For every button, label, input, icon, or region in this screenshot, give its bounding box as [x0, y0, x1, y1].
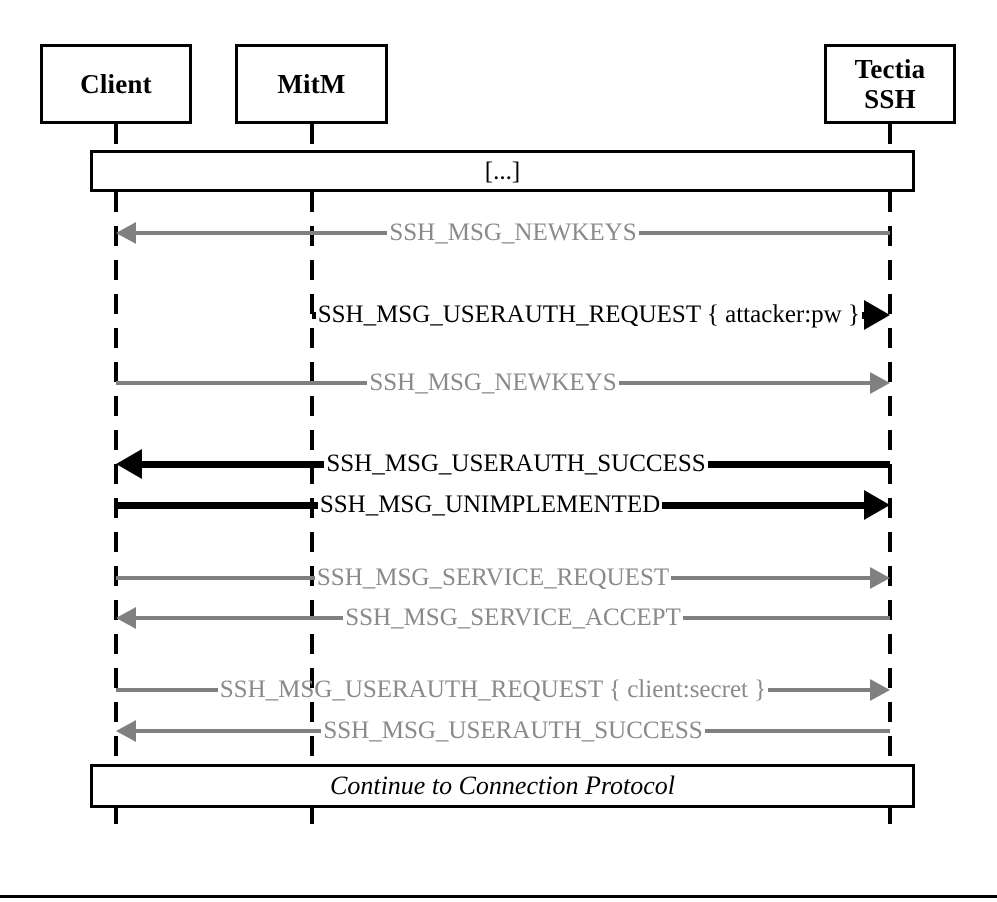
message-line	[136, 616, 344, 620]
message-line	[116, 381, 368, 385]
message-label: SSH_MSG_SERVICE_REQUEST	[316, 563, 670, 591]
message-label: SSH_MSG_USERAUTH_SUCCESS	[323, 716, 703, 744]
arrowhead-right-icon	[870, 372, 891, 394]
message-line	[312, 311, 316, 319]
participant-label-tectia-line2: SSH	[864, 84, 916, 114]
message-line	[116, 576, 315, 580]
message-line	[136, 231, 388, 235]
lifeline-mitm	[310, 124, 314, 830]
message-line	[662, 501, 864, 509]
arrowhead-right-icon	[864, 300, 890, 330]
message-label: SSH_MSG_USERAUTH_SUCCESS	[326, 449, 706, 477]
message-userauth-success-to-client: SSH_MSG_USERAUTH_SUCCESS	[116, 447, 890, 481]
message-label: SSH_MSG_NEWKEYS	[389, 218, 637, 246]
message-line	[116, 501, 318, 509]
message-service-request: SSH_MSG_SERVICE_REQUEST	[116, 563, 891, 593]
participant-box-tectia-ssh: Tectia SSH	[824, 44, 956, 124]
arrowhead-left-icon	[116, 607, 136, 629]
message-unimplemented: SSH_MSG_UNIMPLEMENTED	[116, 488, 890, 522]
message-line	[638, 231, 891, 235]
arrowhead-right-icon	[870, 679, 891, 701]
participant-box-mitm: MitM	[235, 44, 388, 124]
message-line	[136, 729, 322, 733]
message-label: SSH_MSG_UNIMPLEMENTED	[319, 490, 661, 518]
arrowhead-left-icon	[116, 222, 136, 244]
message-line	[704, 729, 890, 733]
arrowhead-left-icon	[116, 449, 142, 479]
message-line	[682, 616, 891, 620]
participant-box-client: Client	[40, 44, 192, 124]
lifeline-tectia	[888, 124, 892, 830]
message-label: SSH_MSG_USERAUTH_REQUEST { client:secret…	[219, 675, 767, 703]
message-line	[142, 460, 325, 468]
arrowhead-right-icon	[870, 567, 891, 589]
participant-label-tectia-line1: Tectia	[854, 53, 926, 84]
message-line	[618, 381, 871, 385]
message-line	[671, 576, 871, 580]
message-newkeys-client-to-server: SSH_MSG_NEWKEYS	[116, 368, 891, 398]
message-line	[707, 460, 890, 468]
arrowhead-left-icon	[116, 720, 136, 742]
arrowhead-right-icon	[864, 490, 890, 520]
participant-label-client: Client	[80, 68, 152, 99]
fragment-elided-steps-label: [...]	[484, 157, 521, 185]
message-line	[116, 688, 218, 692]
page-bottom-rule	[0, 895, 997, 898]
message-label: SSH_MSG_NEWKEYS	[369, 368, 617, 396]
participant-label-mitm: MitM	[277, 68, 346, 99]
message-label: SSH_MSG_SERVICE_ACCEPT	[345, 603, 681, 631]
message-userauth-request-client: SSH_MSG_USERAUTH_REQUEST { client:secret…	[116, 675, 891, 705]
message-userauth-request-attacker: SSH_MSG_USERAUTH_REQUEST { attacker:pw }	[312, 298, 890, 332]
message-line	[862, 311, 864, 319]
fragment-continue-note: Continue to Connection Protocol	[90, 764, 915, 808]
message-service-accept: SSH_MSG_SERVICE_ACCEPT	[116, 603, 891, 633]
message-label: SSH_MSG_USERAUTH_REQUEST { attacker:pw }	[317, 300, 860, 328]
message-line	[768, 688, 871, 692]
message-userauth-success-final: SSH_MSG_USERAUTH_SUCCESS	[116, 716, 890, 746]
fragment-elided-steps: [...]	[90, 150, 915, 192]
fragment-continue-note-label: Continue to Connection Protocol	[330, 771, 675, 800]
message-newkeys-server-to-client: SSH_MSG_NEWKEYS	[116, 218, 891, 248]
